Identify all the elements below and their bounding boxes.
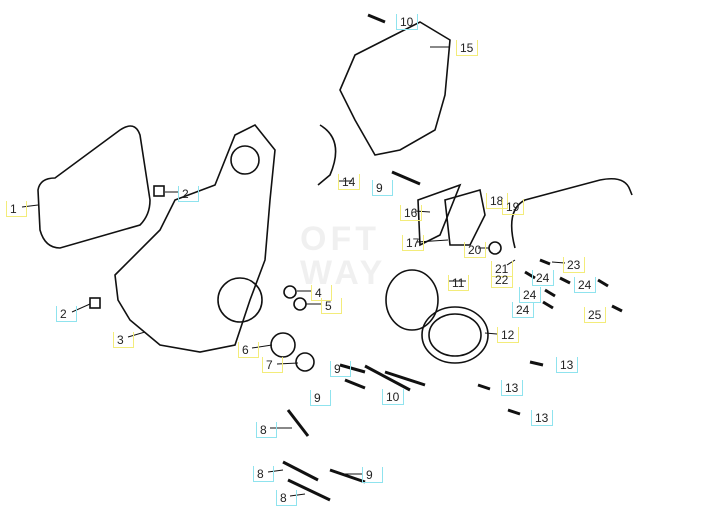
callout-14: 14 bbox=[338, 174, 361, 190]
callout-2: 2 bbox=[56, 306, 77, 322]
callout-24: 24 bbox=[512, 302, 535, 318]
callout-13: 13 bbox=[531, 410, 554, 426]
callout-13: 13 bbox=[501, 380, 524, 396]
cover-gasket-part bbox=[385, 269, 439, 331]
callout-16: 16 bbox=[400, 205, 423, 221]
callout-3: 3 bbox=[113, 332, 134, 348]
callout-8: 8 bbox=[253, 466, 274, 482]
hose-part bbox=[510, 177, 633, 249]
callout-25: 25 bbox=[584, 307, 607, 323]
generator-cover-part bbox=[421, 306, 489, 364]
callout-20: 20 bbox=[464, 242, 487, 258]
callout-9: 9 bbox=[330, 361, 351, 377]
callout-8: 8 bbox=[276, 490, 297, 506]
callout-9: 9 bbox=[310, 390, 331, 406]
sprocket-cover-part bbox=[339, 21, 451, 156]
callout-18: 18 bbox=[486, 193, 509, 209]
callout-9: 9 bbox=[372, 180, 393, 196]
callout-17: 17 bbox=[402, 235, 425, 251]
callout-1: 1 bbox=[6, 201, 27, 217]
callout-10: 10 bbox=[396, 14, 419, 30]
oil-seal-part bbox=[270, 332, 296, 358]
callout-2: 2 bbox=[178, 186, 199, 202]
dowel-pin bbox=[89, 297, 101, 309]
callout-21: 21 bbox=[491, 261, 514, 277]
callout-5: 5 bbox=[321, 298, 342, 314]
callout-11: 11 bbox=[448, 275, 470, 291]
clip-part bbox=[317, 124, 337, 186]
callout-19: 19 bbox=[502, 199, 525, 215]
callout-24: 24 bbox=[532, 270, 555, 286]
callout-23: 23 bbox=[563, 257, 586, 273]
callout-15: 15 bbox=[456, 40, 479, 56]
callout-7: 7 bbox=[262, 357, 283, 373]
callout-9: 9 bbox=[362, 467, 383, 483]
callout-12: 12 bbox=[497, 327, 520, 343]
pump-gasket-part bbox=[417, 183, 462, 247]
callout-10: 10 bbox=[382, 389, 405, 405]
callout-13: 13 bbox=[556, 357, 579, 373]
dowel-pin bbox=[153, 185, 165, 197]
pump-body-part bbox=[444, 188, 486, 246]
crankcase-part bbox=[114, 123, 276, 353]
gasket-part bbox=[37, 125, 151, 249]
callout-22: 22 bbox=[491, 272, 514, 288]
callout-24: 24 bbox=[519, 287, 542, 303]
callout-6: 6 bbox=[238, 342, 259, 358]
plug-part bbox=[295, 352, 315, 372]
callout-8: 8 bbox=[256, 422, 277, 438]
callout-24: 24 bbox=[574, 277, 597, 293]
